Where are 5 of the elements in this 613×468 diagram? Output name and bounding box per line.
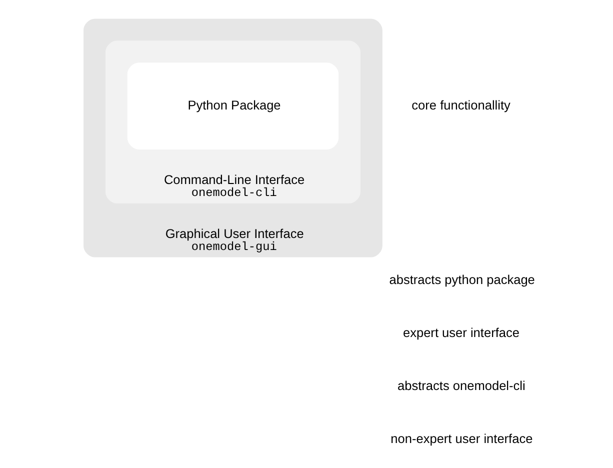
label: non-expert user interface	[390, 431, 532, 446]
label: abstracts onemodel-cli	[396, 378, 525, 394]
label: core functionallity	[411, 97, 510, 112]
label: abstracts python package	[388, 272, 534, 287]
label: expert user interface	[402, 325, 519, 340]
